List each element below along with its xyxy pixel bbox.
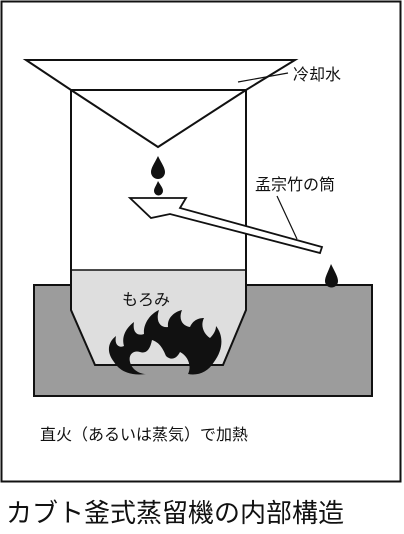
bamboo-pipe-label: 孟宗竹の筒	[255, 175, 335, 194]
drop-into-trough	[154, 181, 163, 196]
flame-icon	[108, 310, 222, 375]
cooling-water-label: 冷却水	[293, 65, 341, 84]
moromi-label: もろみ	[122, 290, 170, 309]
diagram-frame	[0, 0, 402, 483]
cooling-pan-cone	[70, 89, 247, 149]
bamboo-pipe-leader	[276, 195, 298, 240]
still-body	[70, 90, 247, 366]
cooling-water-leader	[237, 72, 289, 83]
drop-from-cone	[151, 156, 165, 179]
drop-outlet	[325, 264, 338, 288]
direct-fire-label: 直火（あるいは蒸気）で加熱	[40, 425, 248, 444]
diagram-caption: カブト釜式蒸留機の内部構造	[6, 499, 344, 529]
bamboo-pipe	[127, 197, 324, 255]
